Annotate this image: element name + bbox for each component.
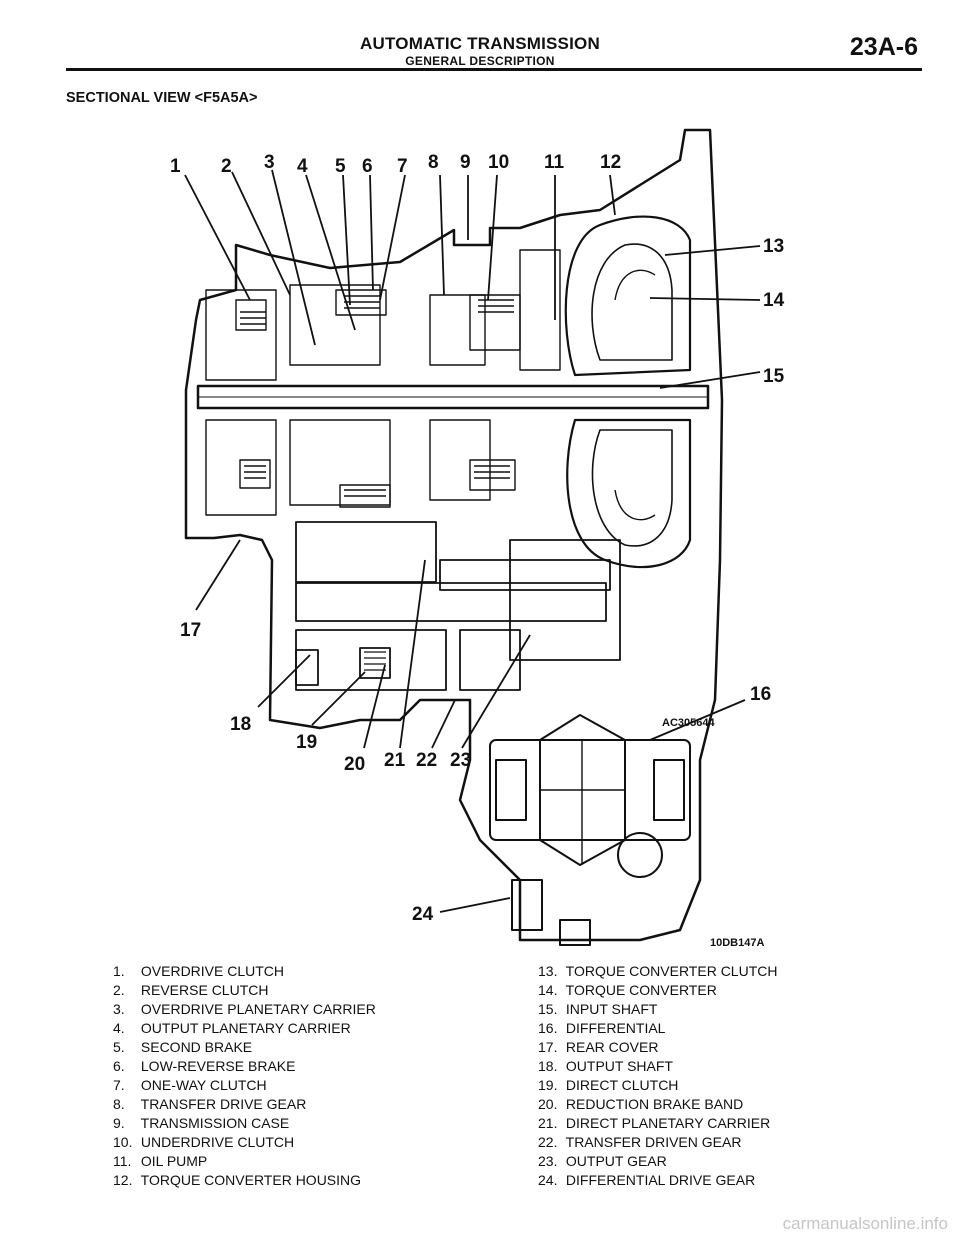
list-item: 1. OVERDRIVE CLUTCH xyxy=(113,963,285,979)
clutch-packs-upper xyxy=(205,249,561,381)
case-outline xyxy=(184,128,724,942)
list-item: 14. TORQUE CONVERTER xyxy=(538,982,717,998)
list-item: 12. TORQUE CONVERTER HOUSING xyxy=(113,1172,362,1188)
list-item: 19. DIRECT CLUTCH xyxy=(538,1077,679,1093)
callout-12: 12 xyxy=(600,152,621,173)
list-item: 17. REAR COVER xyxy=(538,1039,659,1055)
callout-15: 15 xyxy=(763,366,785,387)
list-item: 23. OUTPUT GEAR xyxy=(538,1153,667,1169)
list-item: 24. DIFFERENTIAL DRIVE GEAR xyxy=(538,1172,756,1188)
list-item: 11. OIL PUMP xyxy=(113,1153,208,1169)
page-number: 23A-6 xyxy=(849,33,918,61)
callout-5: 5 xyxy=(335,156,346,177)
callout-3: 3 xyxy=(264,152,275,173)
callout-17: 17 xyxy=(180,620,201,641)
output-shaft-group xyxy=(295,521,621,691)
callout-1: 1 xyxy=(170,156,181,177)
figure-code: 10DB147A xyxy=(710,937,764,949)
callout-4: 4 xyxy=(297,156,308,177)
callout-2: 2 xyxy=(221,156,232,177)
header-title: AUTOMATIC TRANSMISSION xyxy=(360,34,600,53)
callout-21: 21 xyxy=(384,750,406,771)
list-item: 10. UNDERDRIVE CLUTCH xyxy=(113,1134,295,1150)
callout-18: 18 xyxy=(230,714,251,735)
list-item: 3. OVERDRIVE PLANETARY CARRIER xyxy=(113,1001,376,1017)
callout-8: 8 xyxy=(428,152,439,173)
callout-16: 16 xyxy=(750,684,771,705)
list-item: 21. DIRECT PLANETARY CARRIER xyxy=(538,1115,771,1131)
inner-figure-code: AC305644 xyxy=(662,717,715,729)
callout-14: 14 xyxy=(763,290,785,311)
parts-list-left: 1. OVERDRIVE CLUTCH 2. REVERSE CLUTCH 3.… xyxy=(113,962,376,1190)
callout-13: 13 xyxy=(763,236,784,257)
list-item: 20. REDUCTION BRAKE BAND xyxy=(538,1096,744,1112)
callout-24: 24 xyxy=(412,904,434,925)
callout-7: 7 xyxy=(397,156,408,177)
list-item: 8. TRANSFER DRIVE GEAR xyxy=(113,1096,307,1112)
list-item: 9. TRANSMISSION CASE xyxy=(113,1115,290,1131)
transmission-sectional-figure: 1 2 3 4 5 6 7 8 9 10 11 12 13 14 15 16 1… xyxy=(170,128,785,949)
watermark: carmanualsonline.info xyxy=(782,1214,948,1233)
list-item: 6. LOW-REVERSE BRAKE xyxy=(113,1058,296,1074)
callout-11: 11 xyxy=(544,152,565,173)
callout-labels: 1 2 3 4 5 6 7 8 9 10 11 12 13 14 15 16 1… xyxy=(170,152,785,949)
list-item: 5. SECOND BRAKE xyxy=(113,1039,253,1055)
callout-9: 9 xyxy=(460,152,471,173)
list-item: 2. REVERSE CLUTCH xyxy=(113,982,269,998)
leader-lines xyxy=(184,169,761,913)
list-item: 13. TORQUE CONVERTER CLUTCH xyxy=(538,963,778,979)
torque-converter-upper xyxy=(564,215,692,377)
parts-list-right: 13. TORQUE CONVERTER CLUTCH 14. TORQUE C… xyxy=(538,962,777,1190)
callout-22: 22 xyxy=(416,750,437,771)
list-item: 7. ONE-WAY CLUTCH xyxy=(113,1077,267,1093)
header-subtitle: GENERAL DESCRIPTION xyxy=(405,54,555,68)
callout-20: 20 xyxy=(344,754,365,775)
callout-19: 19 xyxy=(296,732,317,753)
callout-10: 10 xyxy=(488,152,509,173)
section-title: SECTIONAL VIEW <F5A5A> xyxy=(66,90,258,106)
list-item: 22. TRANSFER DRIVEN GEAR xyxy=(538,1134,742,1150)
header-rule xyxy=(66,68,922,71)
clutch-packs-lower xyxy=(205,419,516,516)
callout-6: 6 xyxy=(362,156,373,177)
callout-23: 23 xyxy=(450,750,471,771)
list-item: 16. DIFFERENTIAL xyxy=(538,1020,666,1036)
list-item: 15. INPUT SHAFT xyxy=(538,1001,658,1017)
differential-group xyxy=(489,714,691,946)
list-item: 4. OUTPUT PLANETARY CARRIER xyxy=(113,1020,351,1036)
list-item: 18. OUTPUT SHAFT xyxy=(538,1058,673,1074)
